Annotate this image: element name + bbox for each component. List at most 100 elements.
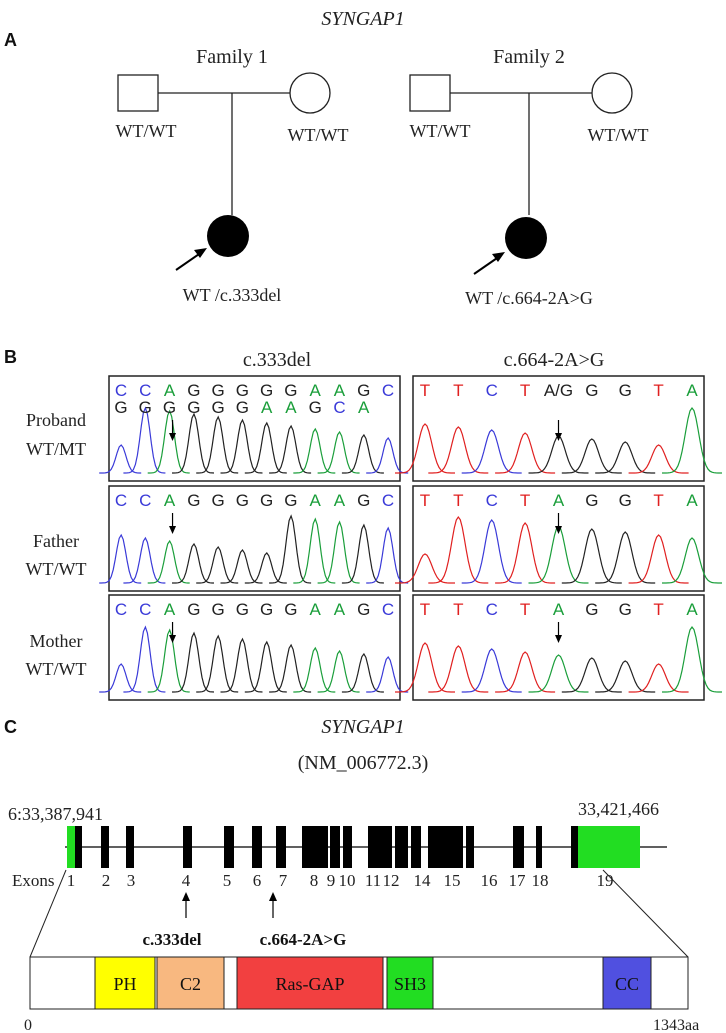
trace-peak [123,406,166,474]
trace-peak [196,415,239,474]
exon-number: 18 [532,871,549,890]
trace-peak [341,652,384,693]
exon-number: 14 [414,871,432,890]
base-call: A [553,600,565,619]
trace-peak [269,424,312,474]
base-call: G [585,600,598,619]
protein-domain-label: SH3 [394,974,426,994]
exon-number: 3 [127,871,136,890]
exon-block [411,826,421,868]
base-call: G [187,491,200,510]
variant-position-arrowhead [169,635,177,643]
trace-peak [196,634,239,693]
protein-domain-label: C2 [180,974,201,994]
pedigree-family-2: Family 2 WT/WT WT/WT WT /c.664-2A>G [409,46,649,308]
exon-number: 16 [481,871,498,890]
trace-peak [317,520,360,584]
zoom-line-left [29,869,67,958]
panel-label-b: B [4,347,17,367]
figure-title: SYNGAP1 [321,8,404,30]
exon-block [428,826,463,868]
exon-number: 17 [509,871,527,890]
exon-number: 8 [310,871,319,890]
trace-peak [461,518,522,584]
exon-block [330,826,340,868]
row-genotype-father: WT/WT [26,559,87,579]
trace-peak [172,542,214,584]
trace-peak [662,537,722,584]
pedigree-family-1: Family 1 WT/WT WT/WT WT /c.333del [116,46,349,305]
protein-domain [236,956,384,1010]
trace-peak [495,651,556,693]
trace-peak [595,660,656,693]
base-call: G [236,600,249,619]
base-call: A [310,600,322,619]
variant-position-arrowhead [555,526,562,534]
family-2-mother-symbol [591,72,633,114]
base-call: C [486,600,498,619]
base-call: G [585,491,598,510]
base-call: G [211,381,224,400]
row-label-mother: Mother [30,631,83,651]
mutant-base-call: G [114,398,127,417]
exon-block [343,826,352,868]
base-call: T [420,600,430,619]
family-2-mother-genotype: WT/WT [588,125,649,145]
base-call: C [139,600,151,619]
exon-block [183,826,192,868]
mutant-base-call: A [358,398,370,417]
trace-peak [317,430,360,474]
exon-number: 19 [597,871,614,890]
base-call: G [619,491,632,510]
exon-block [368,826,392,868]
trace-peak [123,536,166,584]
exon-block [224,826,234,868]
variant-1-label: c.333del [142,930,201,949]
exon-block [395,826,408,868]
base-call: A [686,600,698,619]
family-2-proband-symbol [505,217,547,259]
protein-domain [602,956,652,1010]
family-1-proband-arrowhead [194,248,207,258]
trace-peak [628,534,689,584]
exon-block [67,826,75,868]
exon-block [513,826,524,868]
row-label-proband: Proband [26,410,86,430]
variant-arrow-2 [269,892,277,918]
trace-peak [244,552,287,584]
family-2-proband-arrowhead [492,252,505,262]
trace-peak [561,657,622,693]
chromatogram-frame [108,375,401,482]
base-call: G [284,600,297,619]
base-call: C [115,381,127,400]
base-call: G [357,381,370,400]
trace-peak [595,531,656,584]
trace-peak [293,427,336,474]
protein-end-label: 1343aa [653,1017,699,1033]
trace-peak [662,406,722,474]
trace-peak [99,663,142,693]
base-call: G [211,491,224,510]
trace-peak [395,423,455,474]
base-call: G [187,600,200,619]
base-call: T [453,381,463,400]
exon-number: 11 [365,871,381,890]
trace-peak [595,441,656,474]
mutant-base-call: G [163,398,176,417]
base-call: T [653,491,663,510]
base-call: T [453,600,463,619]
trace-peak [147,539,190,584]
base-call: T [420,491,430,510]
protein-domain-label: PH [113,974,136,994]
chromatogram-frame [108,485,401,592]
base-call: G [260,600,273,619]
base-call: T [520,491,530,510]
trace-peak [269,514,312,584]
variant-position-arrowhead [555,635,562,643]
base-call: G [211,600,224,619]
